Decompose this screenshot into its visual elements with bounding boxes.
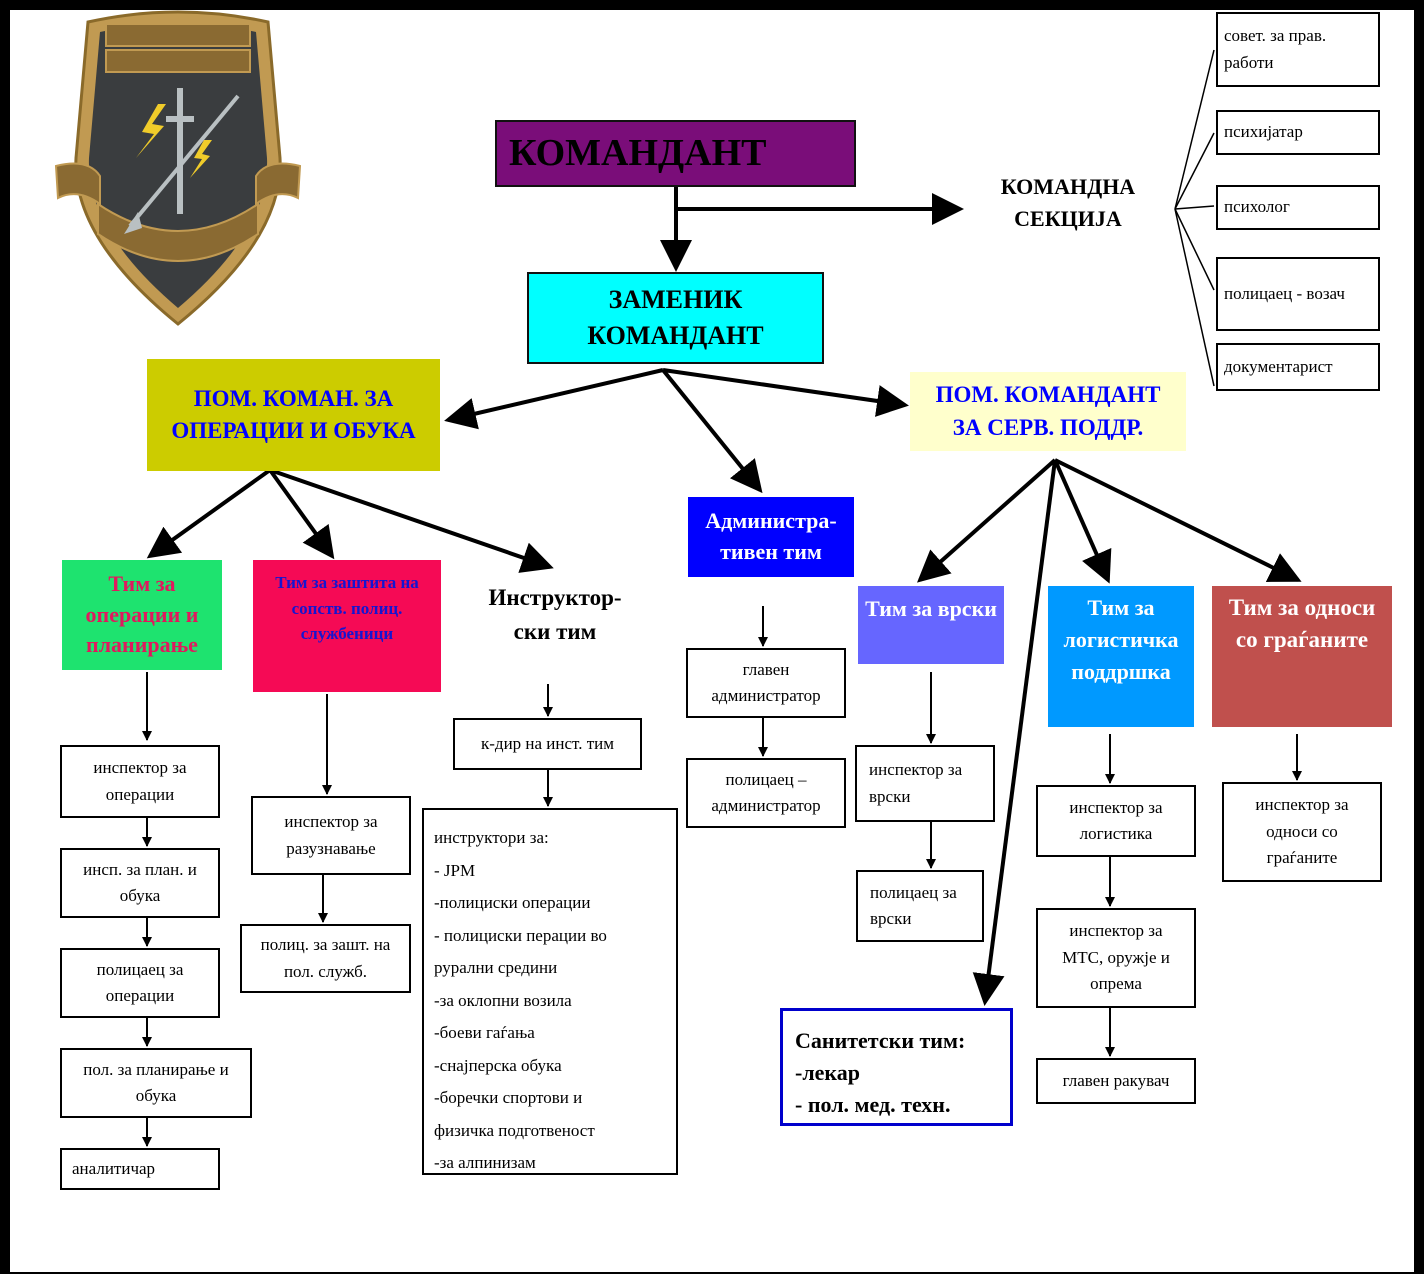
comm-member-inspector: инспектор за врски <box>855 745 995 822</box>
arrow-service-to-comm-team <box>917 458 1057 583</box>
log-member-chief-handler: главен ракувач <box>1036 1058 1196 1104</box>
admin-team-box: Администра- тивен тим <box>688 497 854 577</box>
arrow-service-to-cit-team <box>1054 458 1302 582</box>
instructor-team-label: Инструктор- ски тим <box>488 584 622 645</box>
instructor-team-commander: к-дир на инст. тим <box>453 718 642 770</box>
section-legal-advisor: совет. за прав. работи <box>1216 12 1380 87</box>
citizens-team-box: Тим за односи со граѓаните <box>1212 586 1392 727</box>
section-psychologist: психолог <box>1216 185 1380 230</box>
ops-member-planning-inspector: инсп. за план. и обука <box>60 848 220 918</box>
log-member-inspector: инспектор за логистика <box>1036 785 1196 857</box>
admin-chief: главен администратор <box>686 648 846 718</box>
logistics-team-box: Тим за логистичка поддршка <box>1048 586 1194 727</box>
section-documentarist: документарист <box>1216 343 1380 391</box>
arrow-icon <box>128 94 240 228</box>
arrow-ops-to-protection-team <box>268 468 335 560</box>
comm-member-officer: полицаец за врски <box>856 870 984 942</box>
section-police-driver: полицаец - возач <box>1216 257 1380 331</box>
ops-member-planning-officer: пол. за планирање и обука <box>60 1048 252 1118</box>
section-psychiatrist: психијатар <box>1216 110 1380 155</box>
service-assistant-box: ПОМ. КОМАНДАНТ ЗА СЕРВ. ПОДДР. <box>910 372 1186 451</box>
lightning-bolt-icon <box>136 104 166 158</box>
admin-officer: полицаец – администратор <box>686 758 846 828</box>
citizens-member-inspector: инспектор за односи со граѓаните <box>1222 782 1382 882</box>
ops-assistant-box: ПОМ. КОМАН. ЗА ОПЕРАЦИИ И ОБУКА <box>147 359 440 471</box>
arrow-service-to-medical <box>972 459 1057 1006</box>
command-section-label: КОМАНДНА СЕКЦИЈА <box>1000 174 1136 231</box>
log-member-equipment-inspector: инспектор за МТС, оружје и опрема <box>1036 908 1196 1008</box>
arrow-ops-to-ops-team <box>146 468 272 559</box>
deputy-commander-box: ЗАМЕНИК КОМАНДАНТ <box>527 272 824 364</box>
instructors-list: инструктори за: - ЈРМ -полициски операци… <box>422 808 678 1175</box>
protection-member-officer: полиц. за зашт. на пол. служб. <box>240 924 411 993</box>
arrow-deputy-admin <box>661 368 763 494</box>
arrow-deputy-service-assistant <box>662 368 909 417</box>
arrow-deputy-ops-assistant <box>444 368 664 430</box>
police-emblem <box>54 10 302 326</box>
ops-member-inspector: инспектор за операции <box>60 745 220 818</box>
protection-member-intel-inspector: инспектор за разузнавање <box>251 796 411 875</box>
ops-member-officer: полицаец за операции <box>60 948 220 1018</box>
communications-team-box: Тим за врски <box>858 586 1004 664</box>
arrow-service-to-log-team <box>1053 459 1112 584</box>
ops-member-analyst: аналитичар <box>60 1148 220 1190</box>
commander-box: КОМАНДАНТ <box>495 120 856 187</box>
ops-planning-team-box: Тим за операции и планирање <box>62 560 222 670</box>
arrow-ops-to-instructor-team <box>269 468 554 573</box>
protection-team-box: Тим за заштита на сопств. полиц. службен… <box>253 560 441 692</box>
medical-team-box: Санитетски тим: -лекар - пол. мед. техн. <box>780 1008 1013 1126</box>
